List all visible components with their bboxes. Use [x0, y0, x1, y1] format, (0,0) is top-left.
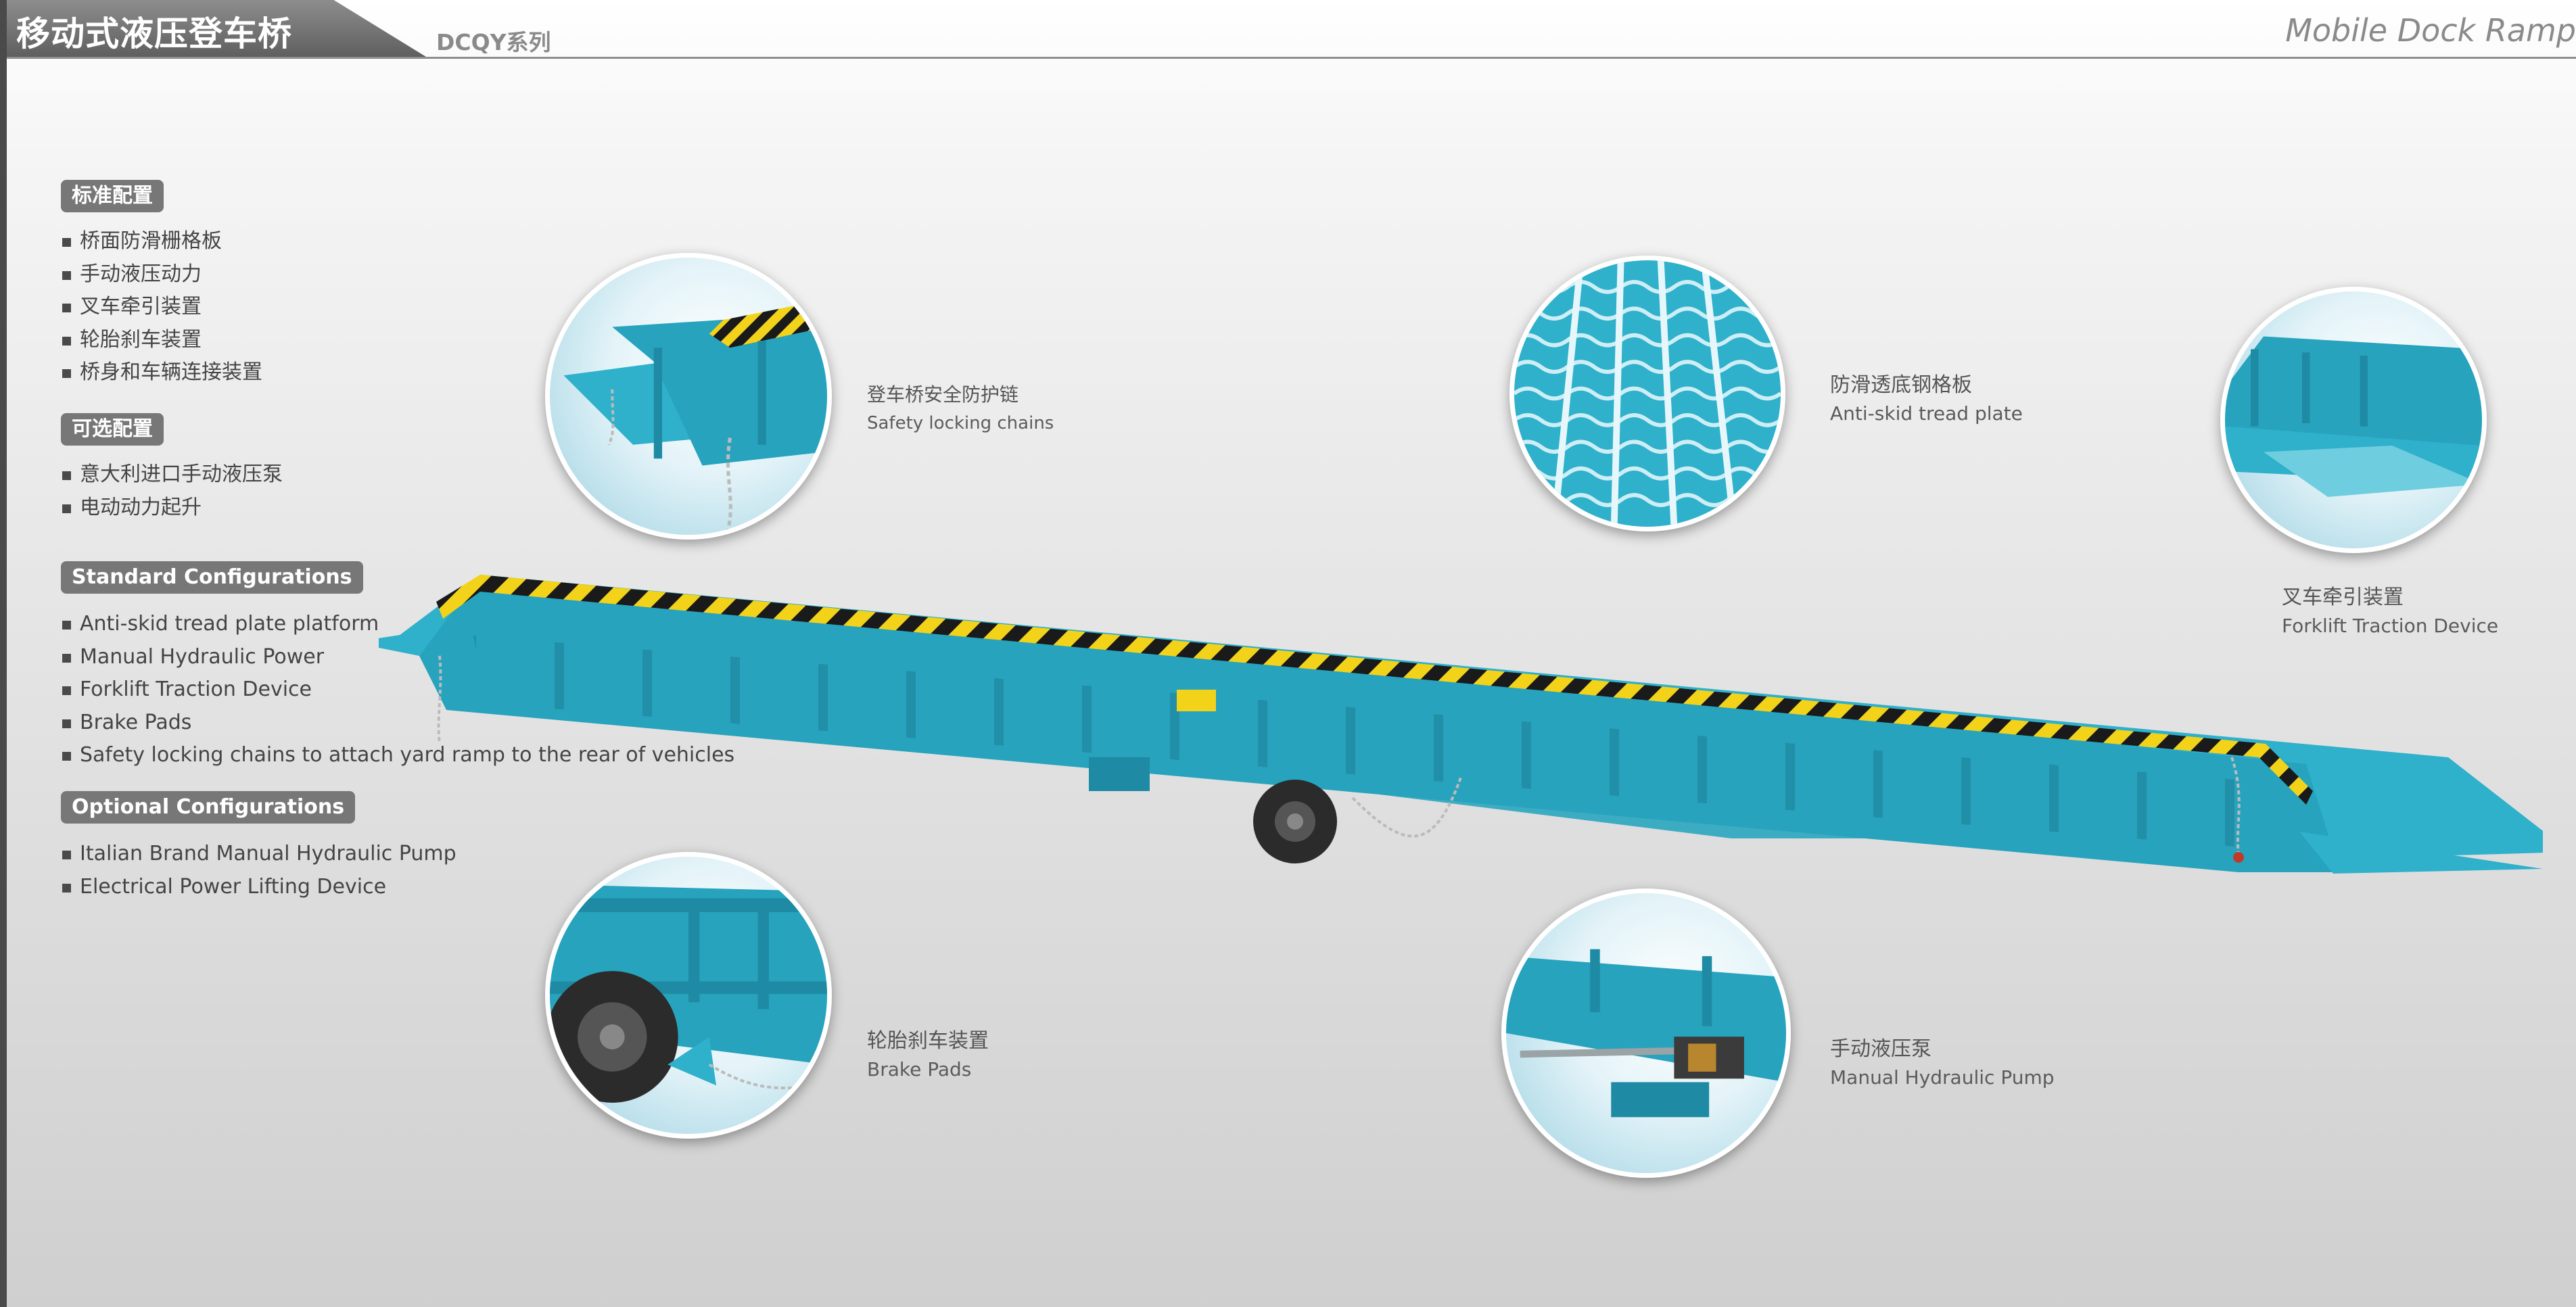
- hydraulic-pump-caption: 手动液压泵 Manual Hydraulic Pump: [1830, 1035, 2055, 1091]
- hydraulic-pump-detail-image: [1501, 888, 1791, 1178]
- standard-config-heading-zh: 标准配置: [61, 180, 164, 212]
- safety-chains-detail-image: [545, 253, 832, 540]
- caption-zh: 手动液压泵: [1830, 1037, 1931, 1061]
- standard-config-heading-en: Standard Configurations: [61, 561, 363, 594]
- caption-zh: 轮胎刹车装置: [867, 1029, 989, 1053]
- caption-zh: 防滑透底钢格板: [1830, 373, 1972, 397]
- brake-pads-detail-image: [545, 852, 832, 1139]
- page-title-english: Mobile Dock Ramp: [2285, 12, 2576, 49]
- list-item: 轮胎刹车装置: [62, 324, 262, 357]
- tread-plate-detail-image: [1509, 256, 1785, 531]
- list-item: Safety locking chains to attach yard ram…: [62, 739, 734, 772]
- forklift-traction-detail-image: [2220, 287, 2487, 553]
- caption-en: Anti-skid tread plate: [1830, 402, 2023, 425]
- list-item: Manual Hydraulic Power: [62, 641, 734, 674]
- list-item: 手动液压动力: [62, 258, 262, 291]
- page-left-border: [0, 0, 7, 1307]
- standard-config-list-zh: 桥面防滑栅格板 手动液压动力 叉车牵引装置 轮胎刹车装置 桥身和车辆连接装置: [62, 225, 262, 389]
- brake-pads-caption: 轮胎刹车装置 Brake Pads: [867, 1026, 989, 1083]
- series-label: DCQY系列: [436, 29, 551, 55]
- optional-config-list-zh: 意大利进口手动液压泵 电动动力起升: [62, 458, 283, 524]
- list-item: Brake Pads: [62, 707, 734, 740]
- optional-config-heading-en: Optional Configurations: [61, 791, 356, 824]
- page-title: 移动式液压登车桥: [16, 14, 292, 53]
- caption-zh: 登车桥安全防护链: [867, 383, 1019, 406]
- list-item: 意大利进口手动液压泵: [62, 458, 283, 492]
- caption-en: Forklift Traction Device: [2282, 615, 2499, 637]
- caption-zh: 叉车牵引装置: [2282, 586, 2404, 609]
- list-item: 桥面防滑栅格板: [62, 225, 262, 258]
- list-item: Anti-skid tread plate platform: [62, 608, 734, 641]
- optional-config-heading-zh: 可选配置: [61, 413, 164, 446]
- page-header: 移动式液压登车桥 DCQY系列 Mobile Dock Ramp: [0, 0, 2576, 60]
- tread-plate-caption: 防滑透底钢格板 Anti-skid tread plate: [1830, 371, 2023, 427]
- list-item: 电动动力起升: [62, 492, 283, 525]
- caption-en: Manual Hydraulic Pump: [1830, 1066, 2055, 1089]
- caption-en: Brake Pads: [867, 1058, 972, 1080]
- list-item: Forklift Traction Device: [62, 673, 734, 707]
- standard-config-list-en: Anti-skid tread plate platform Manual Hy…: [62, 608, 734, 772]
- caption-en: Safety locking chains: [867, 413, 1054, 433]
- header-rule: [7, 57, 2576, 59]
- dock-ramp-illustration: [379, 575, 2543, 874]
- safety-chains-caption: 登车桥安全防护链 Safety locking chains: [867, 380, 1054, 437]
- optional-config-list-en: Italian Brand Manual Hydraulic Pump Elec…: [62, 838, 456, 903]
- forklift-traction-caption: 叉车牵引装置 Forklift Traction Device: [2282, 583, 2498, 640]
- list-item: 桥身和车辆连接装置: [62, 356, 262, 389]
- list-item: Italian Brand Manual Hydraulic Pump: [62, 838, 456, 871]
- list-item: 叉车牵引装置: [62, 291, 262, 324]
- list-item: Electrical Power Lifting Device: [62, 871, 456, 904]
